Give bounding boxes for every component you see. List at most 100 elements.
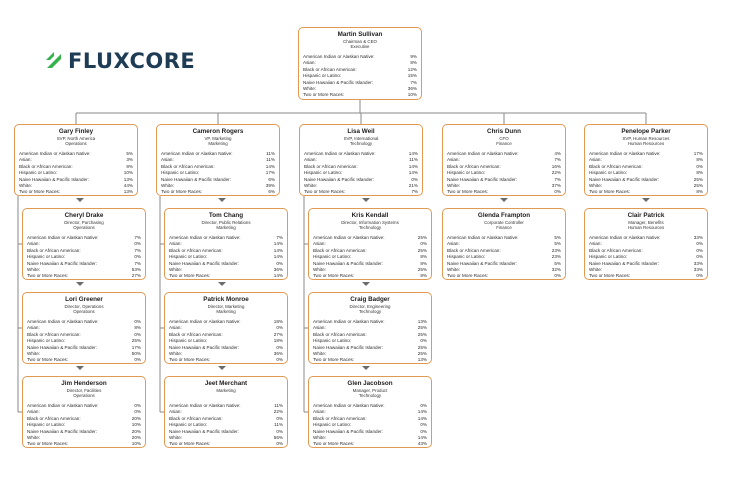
demographic-value: 0% <box>134 409 141 415</box>
demographic-label: Black or African American: <box>27 331 81 337</box>
demographic-row: Asian:3% <box>19 157 133 163</box>
demographic-label: Hispanic or Latino: <box>447 254 486 260</box>
person-title: SVP, Human Resources <box>622 135 670 141</box>
demographic-row: American Indian or Alaskan Native:0% <box>313 403 427 409</box>
demographic-value: 0% <box>696 241 703 247</box>
down-arrow-icon <box>362 366 370 370</box>
demographic-row: Naive Hawaiian & Pacific Islander:0% <box>304 177 418 183</box>
demographic-value: 11% <box>274 402 283 408</box>
down-arrow-icon <box>76 282 84 286</box>
demographic-row: Hispanic or Latino:10% <box>19 170 133 176</box>
demographic-value: 27% <box>273 331 283 337</box>
demographic-label: Asian: <box>169 241 182 247</box>
demographic-label: American Indian or Alaskan Native: <box>169 318 241 324</box>
down-arrow-icon <box>500 198 508 202</box>
demographic-row: Black or African American:20% <box>27 416 141 422</box>
demographic-row: Two or More Races:7% <box>304 189 418 195</box>
person-department: Operations <box>65 140 87 146</box>
demographic-label: American Indian or Alaskan Native: <box>27 318 99 324</box>
demographic-label: Hispanic or Latino: <box>27 254 66 260</box>
person-department: Finance <box>496 224 512 230</box>
demographics-list: American Indian or Alaskan Native: 18% Asi… <box>169 318 283 363</box>
demographic-label: Two or More Races: <box>27 273 69 279</box>
demographic-row: American Indian or Alaskan Native:17% <box>589 151 703 157</box>
demographic-row: White:25% <box>589 183 703 189</box>
demographic-row: Two or More Races:8% <box>589 189 703 195</box>
demographic-row: Asian:0% <box>169 325 283 331</box>
demographic-row: Hispanic or Latino:0% <box>313 422 427 428</box>
demographic-row: White:36% <box>303 86 417 92</box>
demographic-label: White: <box>169 350 183 356</box>
demographic-row: Naive Hawaiian & Pacific Islander:13% <box>19 177 133 183</box>
demographic-value: 18% <box>273 338 283 344</box>
demographic-label: Naive Hawaiian & Pacific Islander: <box>304 176 374 182</box>
demographic-value: 17% <box>265 170 275 176</box>
demographic-value: 8% <box>420 260 427 266</box>
demographic-label: White: <box>169 266 183 272</box>
demographic-row: Black or African American:8% <box>19 164 133 170</box>
demographic-row: Naive Hawaiian & Pacific Islander:0% <box>169 429 283 435</box>
demographic-row: Hispanic or Latino:14% <box>304 170 418 176</box>
demographic-value: 8% <box>696 170 703 176</box>
demographic-value: 0% <box>276 344 283 350</box>
demographic-label: Hispanic or Latino: <box>169 254 208 260</box>
demographic-value: 0% <box>420 422 427 428</box>
demographic-row: Hispanic or Latino:17% <box>161 170 275 176</box>
demographics-list: American Indian or Alaskan Native:14%Asi… <box>304 151 418 195</box>
demographic-value: 25% <box>131 338 141 344</box>
demographic-row: Hispanic or Latino:23% <box>447 254 561 260</box>
demographic-value: 7% <box>410 79 417 85</box>
demographic-label: White: <box>303 85 317 91</box>
demographic-label: Two or More Races: <box>589 189 631 195</box>
person-name: Gary Finley <box>58 128 94 135</box>
demographic-row: White:25% <box>313 351 427 357</box>
person-name: Glen Jacobson <box>347 380 393 387</box>
demographic-row: White:53% <box>27 267 141 273</box>
demographic-label: Asian: <box>27 325 40 331</box>
demographic-row: Two or More Races:14% <box>169 273 283 279</box>
demographic-value: 7% <box>134 260 141 266</box>
demographic-value: 13% <box>123 189 133 195</box>
demographic-value: 0% <box>696 254 703 260</box>
demographic-label: Black or African American: <box>313 247 367 253</box>
demographic-row: Hispanic or Latino:8% <box>313 254 427 260</box>
demographic-row: Two or More Races:6% <box>161 189 275 195</box>
demographic-value: 25% <box>417 234 427 240</box>
demographic-label: Black or African American: <box>19 163 73 169</box>
demographic-row: Asian:11% <box>304 157 418 163</box>
demographic-label: Two or More Races: <box>27 441 69 447</box>
demographic-value: 14% <box>408 170 418 176</box>
demographic-label: White: <box>447 266 461 272</box>
demographic-row: Asian:14% <box>313 409 427 415</box>
demographic-value: 25% <box>417 325 427 331</box>
demographic-value: 25% <box>417 344 427 350</box>
person-department: Technology <box>349 140 373 146</box>
person-title: Director, Marketing <box>207 303 245 309</box>
demographic-label: Black or African American: <box>27 247 81 253</box>
demographic-label: White: <box>589 266 603 272</box>
demographic-value: 14% <box>273 254 283 260</box>
demographic-value: 13% <box>417 357 427 363</box>
demographic-value: 25% <box>693 182 703 188</box>
demographic-value: 13% <box>417 318 427 324</box>
person-title: Director, Facilities <box>66 387 102 393</box>
demographic-label: Asian: <box>313 325 326 331</box>
demographic-value: 20% <box>131 415 141 421</box>
person-department: Operations <box>73 308 95 314</box>
demographic-label: Naive Hawaiian & Pacific Islander: <box>27 260 97 266</box>
demographic-value: 25% <box>417 247 427 253</box>
demographic-label: Naive Hawaiian & Pacific Islander: <box>27 344 97 350</box>
person-name: Chris Dunn <box>487 128 521 135</box>
demographic-value: 6% <box>268 176 275 182</box>
demographic-row: American Indian or Alaskan Native:9% <box>303 54 417 60</box>
demographic-row: American Indian or Alaskan Native:5% <box>447 235 561 241</box>
demographic-value: 7% <box>134 247 141 253</box>
demographic-value: 0% <box>696 273 703 279</box>
demographic-row: Two or More Races:13% <box>19 189 133 195</box>
person-department: Technology <box>358 224 382 230</box>
demographic-value: 14% <box>273 247 283 253</box>
demographic-label: White: <box>313 434 327 440</box>
